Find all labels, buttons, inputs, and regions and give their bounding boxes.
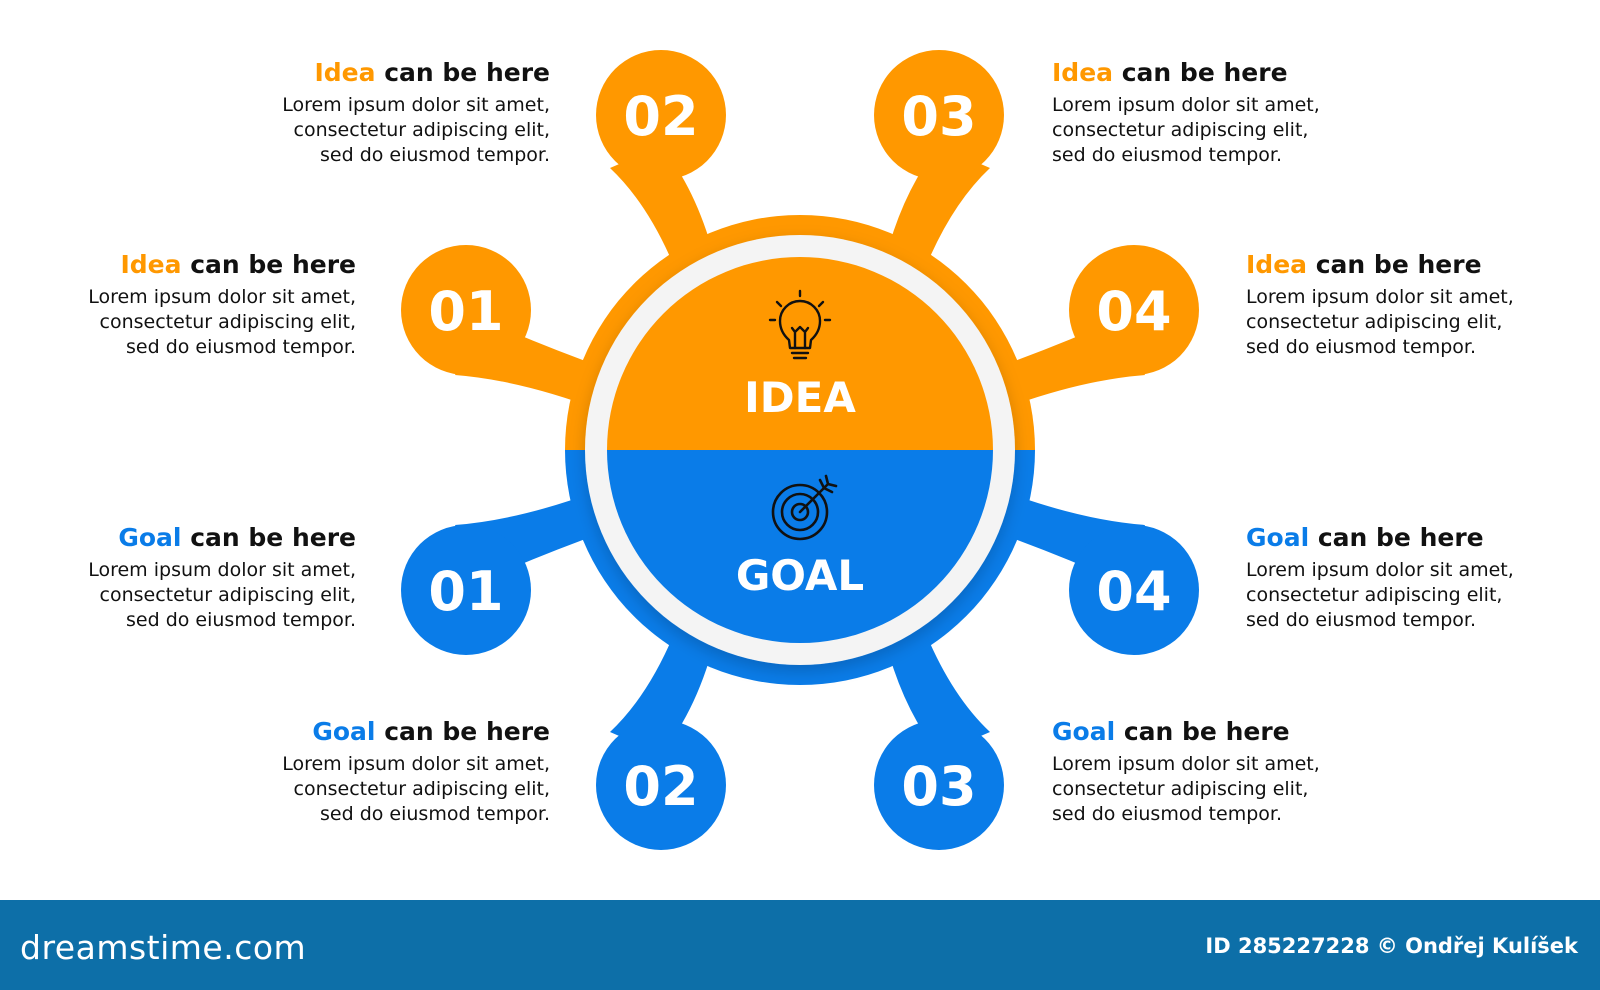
item-title: Idea can be here bbox=[314, 58, 550, 87]
item-desc: Lorem ipsum dolor sit amet, consectetur … bbox=[1246, 559, 1514, 631]
footer-bar: dreamstime.com ID 285227228 © Ondřej Kul… bbox=[0, 900, 1600, 990]
item-desc: Lorem ipsum dolor sit amet, consectetur … bbox=[88, 286, 356, 358]
item-title: Goal can be here bbox=[1246, 523, 1484, 552]
goal-node-01: 01 bbox=[428, 560, 503, 623]
center-goal-label: GOAL bbox=[736, 551, 864, 600]
target-icon bbox=[771, 474, 838, 541]
item-desc: Lorem ipsum dolor sit amet, consectetur … bbox=[1052, 94, 1320, 166]
idea-node-01: 01 bbox=[428, 280, 503, 343]
goal-node-03: 03 bbox=[901, 755, 976, 818]
footer-credit: ID 285227228 © Ondřej Kulíšek bbox=[1205, 934, 1578, 958]
goal-node-04: 04 bbox=[1096, 560, 1171, 623]
idea-item-04: Idea can be here Lorem ipsum dolor sit a… bbox=[1246, 250, 1600, 360]
idea-item-02: Idea can be here Lorem ipsum dolor sit a… bbox=[130, 58, 550, 168]
item-desc: Lorem ipsum dolor sit amet, consectetur … bbox=[282, 94, 550, 166]
item-desc: Lorem ipsum dolor sit amet, consectetur … bbox=[1052, 753, 1320, 825]
footer-brand[interactable]: dreamstime.com bbox=[20, 928, 307, 967]
goal-item-02: Goal can be here Lorem ipsum dolor sit a… bbox=[130, 717, 550, 827]
goal-item-03: Goal can be here Lorem ipsum dolor sit a… bbox=[1052, 717, 1472, 827]
item-desc: Lorem ipsum dolor sit amet, consectetur … bbox=[1246, 286, 1514, 358]
goal-item-01: Goal can be here Lorem ipsum dolor sit a… bbox=[0, 523, 356, 633]
item-title: Idea can be here bbox=[1246, 250, 1482, 279]
item-title: Idea can be here bbox=[1052, 58, 1288, 87]
idea-node-03: 03 bbox=[901, 85, 976, 148]
idea-node-02: 02 bbox=[623, 85, 698, 148]
idea-item-01: Idea can be here Lorem ipsum dolor sit a… bbox=[0, 250, 356, 360]
item-title: Goal can be here bbox=[1052, 717, 1290, 746]
item-desc: Lorem ipsum dolor sit amet, consectetur … bbox=[282, 753, 550, 825]
item-title: Idea can be here bbox=[120, 250, 356, 279]
goal-item-04: Goal can be here Lorem ipsum dolor sit a… bbox=[1246, 523, 1600, 633]
center-idea-label: IDEA bbox=[744, 373, 856, 422]
lightbulb-icon bbox=[768, 289, 832, 360]
idea-item-03: Idea can be here Lorem ipsum dolor sit a… bbox=[1052, 58, 1472, 168]
idea-node-04: 04 bbox=[1096, 280, 1171, 343]
goal-node-02: 02 bbox=[623, 755, 698, 818]
center-goal-half bbox=[607, 450, 993, 643]
item-desc: Lorem ipsum dolor sit amet, consectetur … bbox=[88, 559, 356, 631]
item-title: Goal can be here bbox=[118, 523, 356, 552]
item-title: Goal can be here bbox=[312, 717, 550, 746]
